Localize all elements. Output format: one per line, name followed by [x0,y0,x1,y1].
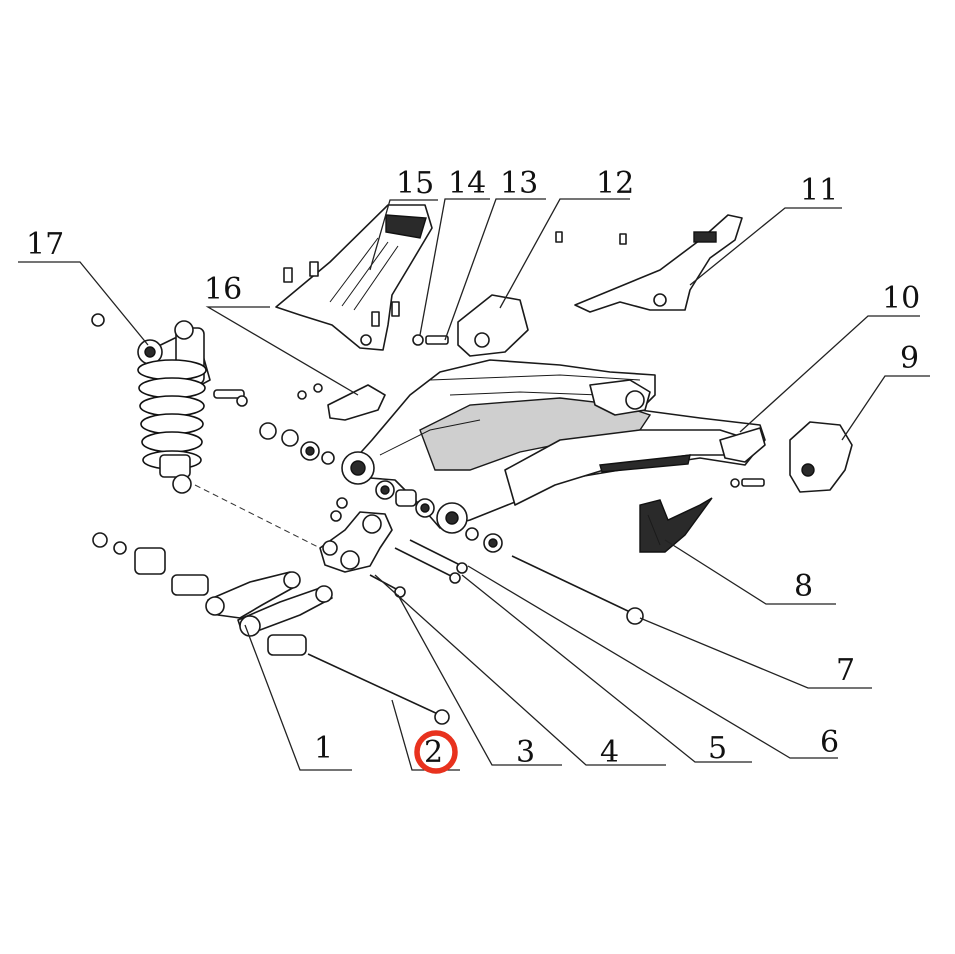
callout-14: 14 [448,166,486,201]
chain-slider-mount [297,383,386,421]
lower-guard [639,497,713,553]
callout-9: 9 [900,341,919,376]
callout-17: 17 [26,227,64,262]
callout-13: 13 [500,166,538,201]
linkage-rocker [319,497,393,573]
callout-7: 7 [836,653,855,688]
callout-16: 16 [204,272,242,307]
callout-4: 4 [600,735,619,770]
rear-shock-absorber [91,313,211,494]
callout-3: 3 [516,735,535,770]
callout-labels: 1 2 3 4 5 6 7 8 9 10 11 12 13 14 15 16 1… [26,166,920,770]
callout-2: 2 [424,735,443,770]
callout-10: 10 [882,281,920,316]
leader-lines [18,198,930,771]
pivot-hardware [213,389,503,553]
callout-2-highlight-ring [414,730,458,774]
linkage-link [92,532,333,656]
callout-5: 5 [708,731,727,766]
callout-6: 6 [820,725,839,760]
chain-slider [555,214,743,313]
callout-8: 8 [794,569,813,604]
axle-adjuster-block [730,421,853,493]
bolts [307,539,644,725]
assembly-axis [194,484,321,549]
callout-11: 11 [800,173,838,208]
callout-12: 12 [596,166,634,201]
callout-1: 1 [314,731,333,766]
bolt-and-bracket [412,294,529,357]
callout-15: 15 [396,166,434,201]
chain-guard [275,204,433,351]
swingarm [341,359,766,534]
